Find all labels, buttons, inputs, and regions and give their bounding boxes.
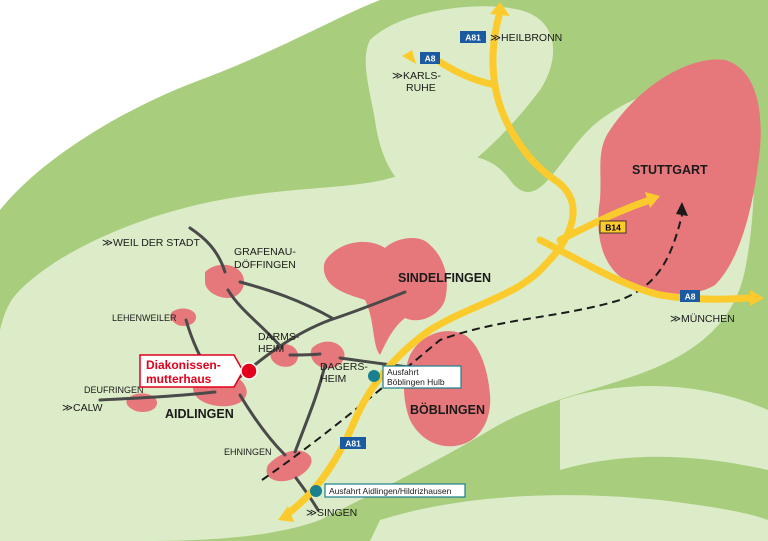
road-shields: A81 A8 B14 A8 A81 [340, 31, 700, 449]
callout-box [139, 354, 244, 388]
label-dir-karlsruhe-2: RUHE [406, 82, 436, 94]
urban-boeblingen [404, 331, 491, 447]
arrow-heilbronn [490, 2, 510, 16]
railway-arrow [676, 202, 688, 216]
label-dir-karlsruhe-1: ≫KARLS- [392, 70, 441, 82]
label-lehenweiler: LEHENWEILER [112, 313, 177, 323]
urban-lehenweiler [170, 308, 197, 326]
exit-aidlingen-label: Ausfahrt Aidlingen/Hildrizhausen [329, 486, 452, 496]
label-dir-heilbronn: ≫HEILBRONN [490, 32, 562, 44]
label-ehningen: EHNINGEN [224, 447, 272, 457]
label-stuttgart: STUTTGART [632, 163, 708, 177]
label-deufringen: DEUFRINGEN [84, 385, 144, 395]
label-dir-singen: ≫SINGEN [306, 507, 357, 519]
arrow-stuttgart [645, 192, 660, 208]
label-aidlingen: AIDLINGEN [165, 407, 234, 421]
road-dagersheim-ehningen [293, 363, 327, 454]
road-grafenau-east [238, 280, 334, 320]
label-grafenau-2: DÖFFINGEN [234, 259, 296, 271]
highway-b14 [556, 196, 654, 244]
highlight-line2: mutterhaus [146, 372, 212, 386]
label-dir-muenchen: ≫MÜNCHEN [670, 313, 735, 325]
shield-a81-north: A81 [465, 33, 481, 43]
label-grafenau-1: GRAFENAU- [234, 246, 296, 258]
road-darmsheim-dagersheim [288, 352, 322, 357]
label-darmsheim-2: HEIM [258, 343, 284, 355]
label-darmsheim-1: DARMS- [258, 331, 300, 343]
urban-ehningen [266, 450, 312, 482]
road-aidlingen-ehningen [238, 393, 287, 457]
exits: Ausfahrt Böblingen Hulb Ausfahrt Aidling… [310, 365, 466, 498]
road-aidlingen-calw [98, 390, 217, 402]
highway-a81 [282, 8, 577, 519]
label-sindelfingen: SINDELFINGEN [398, 271, 491, 285]
railway-line [261, 214, 683, 481]
shield-a8-east: A8 [685, 292, 696, 302]
terrain-south-strip [370, 495, 768, 541]
road-grafenau-darmsheim [226, 288, 284, 350]
road-weil-der-stadt [188, 226, 227, 274]
urban-darmsheim [270, 344, 299, 367]
highlight-line1: Diakonissen- [146, 358, 221, 372]
shield-a81-south: A81 [345, 439, 361, 449]
highway-a8-west [436, 58, 499, 89]
location-marker-icon[interactable] [240, 362, 258, 380]
exit-hulb-line1: Ausfahrt [387, 367, 419, 377]
arrow-muenchen [750, 290, 764, 306]
exit-hulb-line2: Böblingen Hulb [387, 377, 445, 387]
urban-stuttgart [598, 59, 761, 295]
urban-dagersheim [310, 341, 345, 369]
exit-aidlingen-icon [310, 485, 322, 497]
highlight-callout[interactable]: Diakonissen- mutterhaus [139, 354, 258, 388]
labels: STUTTGART SINDELFINGEN BÖBLINGEN AIDLING… [62, 32, 735, 519]
label-dagersheim-1: DAGERS- [320, 361, 368, 373]
arrow-singen [278, 506, 294, 522]
terrain-east-strip [560, 386, 768, 470]
label-dir-weil-der-stadt: ≫WEIL DER STADT [102, 237, 201, 249]
arrow-karlsruhe [402, 50, 416, 64]
label-dagersheim-2: HEIM [320, 373, 346, 385]
exit-hulb-icon [368, 370, 380, 382]
highways [278, 2, 764, 522]
shield-b14: B14 [605, 223, 621, 233]
shield-a8-west: A8 [425, 54, 436, 64]
urban-sindelfingen [323, 237, 447, 355]
label-dir-calw: ≫CALW [62, 402, 103, 414]
urban-grafenau [205, 264, 245, 298]
label-boeblingen: BÖBLINGEN [410, 402, 485, 417]
highway-a8-east [536, 236, 754, 303]
